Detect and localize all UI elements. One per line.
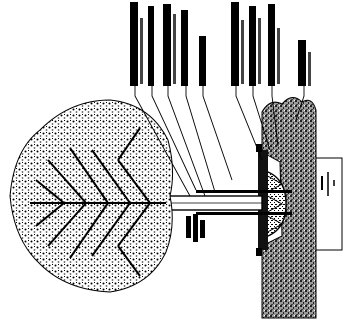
planting-note-box [316, 158, 342, 250]
callout-8 [268, 4, 275, 86]
trunk-label [186, 214, 205, 242]
callout-9 [298, 40, 306, 86]
callout-2 [148, 6, 154, 86]
callout-1 [130, 2, 138, 86]
callout-5 [199, 36, 206, 86]
callout-7 [249, 6, 256, 86]
callout-3 [163, 4, 171, 86]
tree-canopy [10, 100, 173, 292]
callout-6 [231, 2, 239, 86]
callout-label-blocks [130, 2, 311, 86]
callout-4 [181, 10, 188, 86]
